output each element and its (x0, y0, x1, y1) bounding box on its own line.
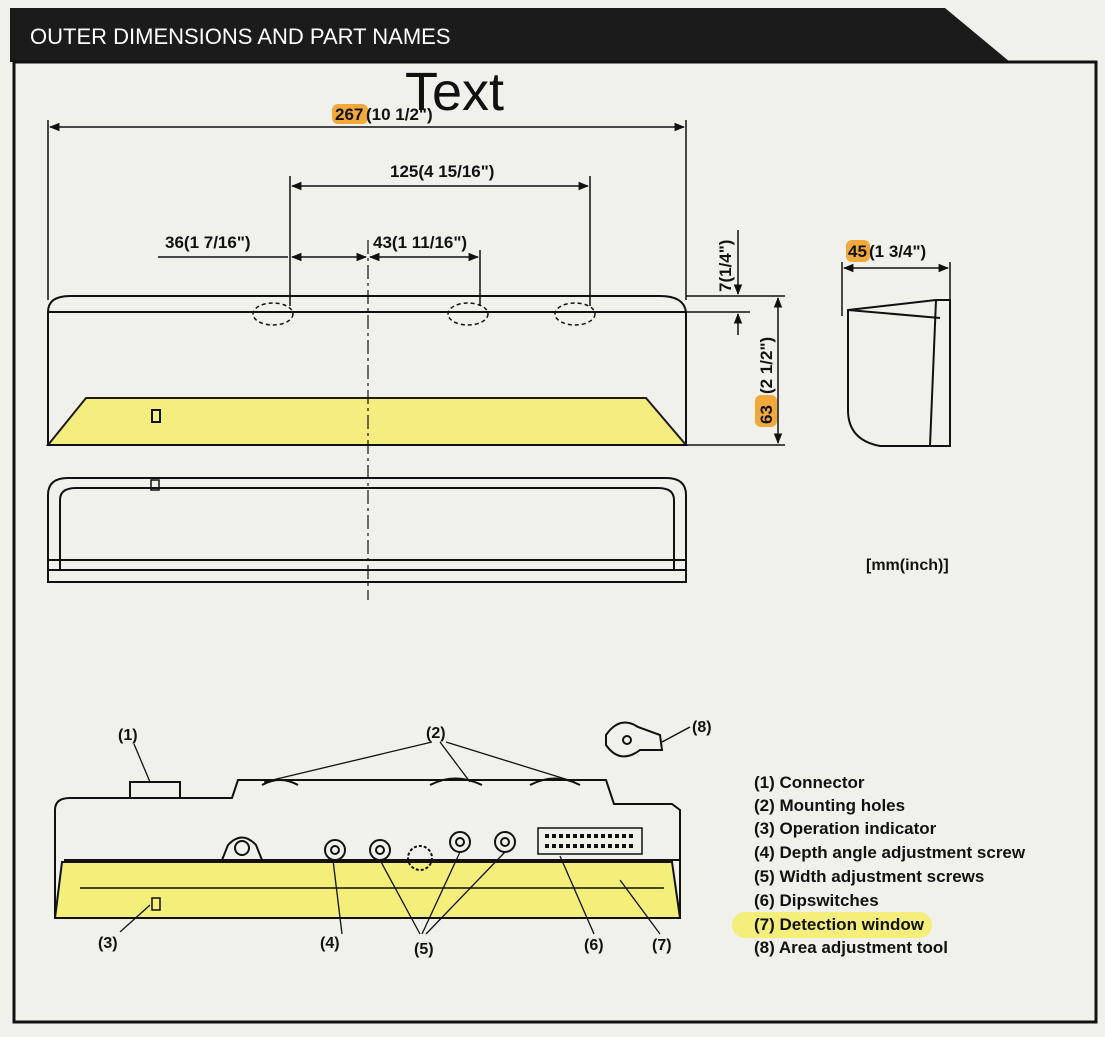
width-screw-2 (449, 831, 471, 853)
hole-span-label: 125(4 15/16") (390, 162, 494, 181)
area-adjustment-tool (605, 721, 691, 758)
callout-3: (3) (98, 935, 118, 952)
depth-angle-screw (324, 839, 346, 861)
callout-5: (5) (414, 941, 434, 958)
center-offset-label: 43(1 11/16") (373, 233, 467, 252)
mounting-hole-3 (554, 302, 596, 326)
mounting-hole-1 (252, 302, 294, 326)
width-screw-3 (494, 831, 516, 853)
depth-mm: 45 (848, 242, 867, 261)
interior-view (53, 777, 682, 919)
height-inch: (2 1/2") (757, 337, 776, 394)
legend-item-2: (2) Mounting holes (754, 796, 905, 815)
left-offset-label: 36(1 7/16") (165, 233, 251, 252)
callout-6: (6) (584, 937, 604, 954)
legend-item-1: (1) Connector (754, 773, 865, 792)
width-screw-1 (369, 839, 391, 861)
gear (407, 845, 433, 871)
legend-item-8: (8) Area adjustment tool (754, 938, 948, 957)
overall-width-highlight (332, 104, 368, 124)
leader-lines (119, 741, 661, 935)
header-bar: OUTER DIMENSIONS AND PART NAMES (10, 8, 1010, 62)
front-view (45, 295, 689, 446)
mounting-hole-2 (447, 302, 489, 326)
page-frame (12, 60, 1098, 1024)
overall-width-mm: 267 (335, 105, 363, 124)
parts-legend: (1) Connector (2) Mounting holes (3) Ope… (732, 773, 1026, 957)
height-mm: 63 (757, 405, 776, 424)
side-view (847, 299, 951, 447)
legend-item-5: (5) Width adjustment screws (754, 867, 984, 886)
units-note: [mm(inch)] (866, 557, 949, 574)
connector (129, 781, 181, 799)
operation-indicator (151, 897, 161, 911)
callout-2: (2) (426, 725, 446, 742)
depth-inch: (1 3/4") (869, 242, 926, 261)
legend-item-7: (7) Detection window (754, 915, 925, 934)
legend-item-4: (4) Depth angle adjustment screw (754, 843, 1026, 862)
dipswitches (537, 827, 643, 855)
callout-4: (4) (320, 935, 340, 952)
callout-1: (1) (118, 727, 138, 744)
top-offset-label: 7(1/4") (716, 240, 735, 292)
height-highlight (755, 395, 777, 427)
legend-item-3: (3) Operation indicator (754, 819, 937, 838)
overall-width-inch: (10 1/2") (366, 105, 433, 124)
callout-7: (7) (652, 937, 672, 954)
callout-8: (8) (692, 719, 712, 736)
operation-indicator-front (151, 409, 161, 423)
overlay-text: Text (405, 62, 504, 122)
bottom-view (47, 477, 687, 583)
legend-item-6: (6) Dipswitches (754, 891, 879, 910)
dimension-lines (47, 120, 951, 446)
legend-highlight (732, 912, 932, 938)
depth-highlight (846, 240, 870, 262)
header-title: OUTER DIMENSIONS AND PART NAMES (30, 24, 451, 49)
